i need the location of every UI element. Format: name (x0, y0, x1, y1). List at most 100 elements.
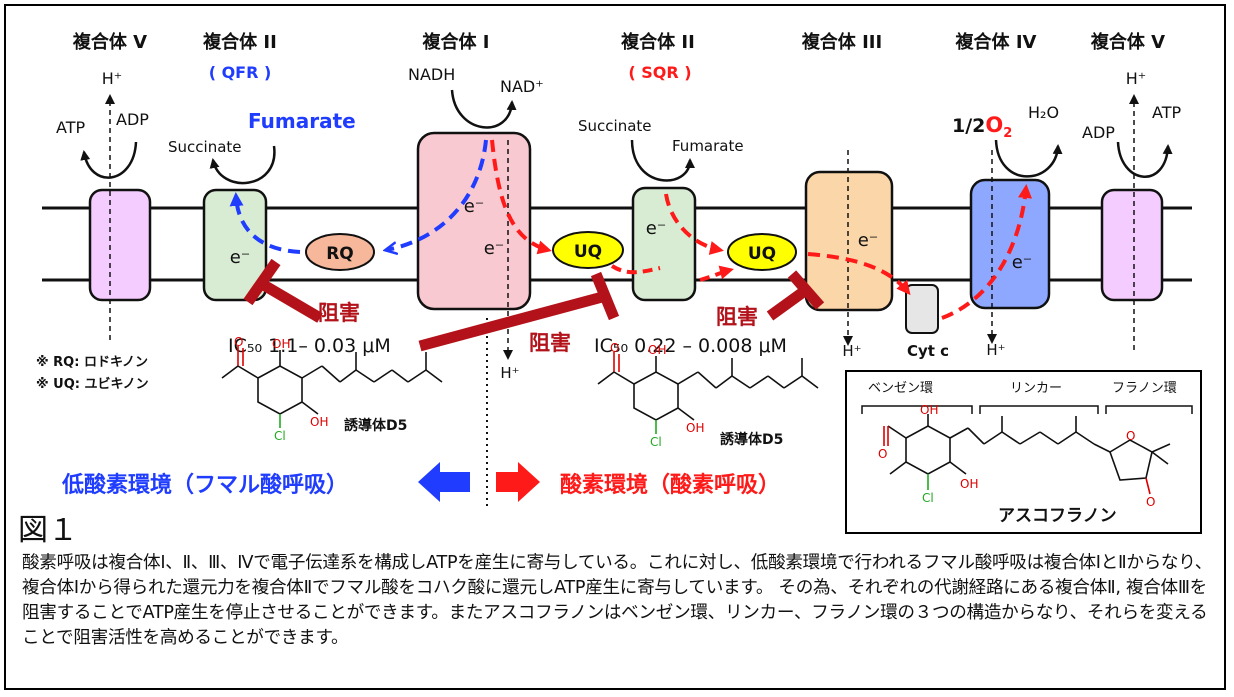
complex-ii-sqr-box (631, 186, 697, 302)
ic50-left: IC₅₀ 1.1– 0.03 μM (228, 335, 391, 357)
complex-i-box (416, 131, 532, 311)
adp-right: ADP (1082, 123, 1115, 142)
nadh-arrow (450, 89, 517, 129)
inhibition-bar-sqr-stem (418, 290, 608, 352)
d5-right-oh-top: OH (648, 343, 666, 357)
complex-v-right-box (1100, 188, 1164, 302)
electron-iii: e⁻ (858, 230, 879, 251)
h-plus-v-right: H⁺ (1126, 69, 1146, 88)
red-electron-path-to-iv (941, 184, 1032, 320)
uq-label-right: UQ (748, 244, 776, 264)
furanone-label: フラノン環 (1112, 381, 1177, 396)
half-o2-label: 1/2O2 (952, 113, 1012, 141)
inhibition-label-qfr: 阻害 (318, 301, 360, 325)
nadh-label: NADH (408, 65, 455, 84)
electron-iv: e⁻ (1012, 252, 1033, 273)
rq-label: RQ (326, 244, 354, 264)
half-prefix: 1/2 (952, 115, 985, 137)
ascofuranone-box (845, 370, 1202, 534)
o2-o: O (985, 113, 1003, 137)
inhibition-bar-qfr-cap (243, 258, 281, 306)
linker-label: リンカー (1010, 381, 1062, 396)
h-plus-v-left: H⁺ (102, 69, 122, 88)
complex-iii-title: 複合体 III (801, 31, 882, 53)
red-electron-path-i-to-uq (490, 139, 552, 255)
adp-left: ADP (116, 110, 149, 129)
cyt-c-box (905, 284, 939, 334)
d5-left-cl: Cl (274, 429, 286, 443)
ic50-right: IC₅₀ 0.22 – 0.008 μM (594, 335, 787, 357)
complex-i-title: 複合体 I (422, 31, 490, 53)
note-rq: ※ RQ: ロドキノン (36, 355, 148, 370)
hypoxic-label: 低酸素環境（フマル酸呼吸） (61, 472, 348, 498)
figure-frame (4, 4, 1226, 690)
aerobic-label: 酸素環境（酸素呼吸） (560, 472, 780, 498)
ascofuranone-name: アスコフラノン (998, 506, 1117, 526)
blue-electron-path-to-qfr (229, 192, 301, 254)
inhibition-label-iii: 阻害 (716, 305, 758, 329)
atp-adp-arrow-left (80, 141, 138, 179)
nad-plus-label: NAD⁺ (500, 77, 544, 96)
note-uq: ※ UQ: ユビキノン (36, 376, 149, 392)
d5-left-oh-bottom: OH (310, 415, 328, 429)
derivative-d5-structure-left (221, 346, 443, 428)
red-electron-path-uq-inner (699, 265, 734, 282)
electron-sqr: e⁻ (646, 218, 667, 239)
atp-right: ATP (1152, 103, 1181, 122)
h-plus-i: H⁺ (500, 364, 519, 382)
sqr-substrate-arrow (630, 139, 695, 182)
complex-ii-qfr-box (202, 188, 268, 302)
red-big-arrow (496, 462, 540, 502)
d5-left-oh-top: OH (272, 337, 290, 351)
red-electron-path-uq-to-sqr (610, 264, 661, 275)
electron-i-lower: e⁻ (484, 238, 505, 259)
atp-adp-arrow-right (1116, 141, 1173, 178)
complex-ii-right-subtitle: ( SQR ) (628, 63, 691, 82)
linker-bracket (979, 405, 1099, 414)
h2o-label: H₂O (1028, 103, 1059, 122)
complex-iv-box (969, 178, 1051, 310)
inhibition-bar-iii-cap (787, 270, 825, 310)
complex-v-left-title: 複合体 V (72, 31, 147, 53)
atp-left: ATP (56, 118, 85, 137)
h-plus-iv: H⁺ (986, 341, 1005, 359)
asco-o-left: O (878, 447, 887, 461)
sqr-succinate: Succinate (578, 117, 652, 135)
o2-sub: 2 (1003, 126, 1012, 141)
asco-cl: Cl (922, 491, 934, 505)
benzene-label: ベンゼン環 (868, 381, 933, 396)
rq-ellipse (305, 233, 375, 271)
uq-label-left: UQ (574, 242, 602, 262)
oxygen-arrow (994, 139, 1063, 178)
d5-right-cl: Cl (650, 435, 662, 449)
derivative-d5-structure-right (597, 352, 819, 434)
complex-v-left-box (88, 188, 152, 302)
cyt-c-label: Cyt c (907, 342, 949, 360)
blue-electron-path-to-rq (386, 139, 488, 250)
inhibition-bar-qfr-stem (259, 279, 323, 323)
uq-ellipse-right (727, 233, 797, 271)
ascofuranone-structure (883, 414, 1171, 495)
asco-oh-bottom: OH (960, 477, 978, 491)
inhibition-bar-iii-stem (766, 285, 810, 321)
benzene-bracket (861, 405, 973, 414)
complex-ii-right-title: 複合体 II (620, 31, 695, 53)
sqr-fumarate: Fumarate (672, 137, 744, 155)
qfr-substrate-arrow (209, 145, 276, 185)
h-plus-iii: H⁺ (842, 342, 861, 360)
asco-o-ketone: O (1146, 495, 1155, 509)
d5-left-label: 誘導体D5 (344, 417, 407, 434)
d5-right-o: O (610, 341, 619, 355)
red-electron-path-to-cyt-c (807, 252, 911, 296)
red-electron-path-sqr-to-uq (664, 193, 724, 255)
uq-ellipse-left (552, 231, 624, 269)
electron-qfr: e⁻ (230, 247, 251, 268)
complex-iv-title: 複合体 IV (955, 31, 1037, 53)
furanone-bracket (1105, 405, 1193, 414)
asco-o-ring: O (1126, 429, 1135, 443)
qfr-fumarate: Fumarate (248, 109, 356, 133)
figure-label: 図１ (18, 513, 78, 548)
d5-right-oh-bottom: OH (686, 421, 704, 435)
figure-caption: 酸素呼吸は複合体Ⅰ、Ⅱ、Ⅲ、Ⅳで電子伝達系を構成しATPを産生に寄与している。こ… (22, 553, 1213, 648)
